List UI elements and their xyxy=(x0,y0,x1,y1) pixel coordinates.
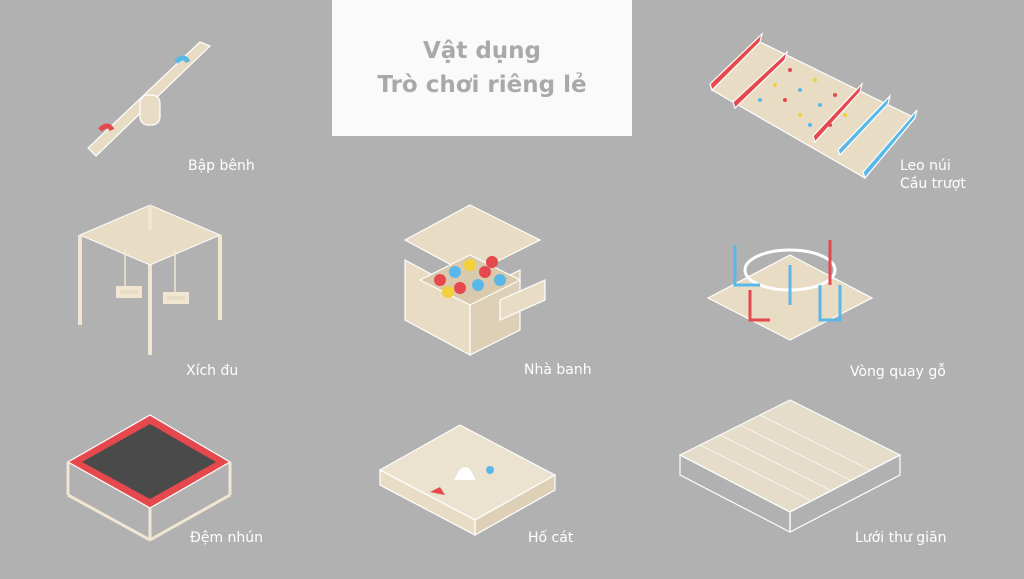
sandbox-illustration xyxy=(378,424,557,537)
title-line-2: Trò chơi riêng lẻ xyxy=(377,72,587,98)
label-slide: Cầu trượt xyxy=(900,176,966,192)
title-line-1: Vật dụng xyxy=(423,38,541,64)
label-ball-house: Nhà banh xyxy=(524,362,592,378)
title-box: Vật dụng Trò chơi riêng lẻ xyxy=(332,0,632,136)
carousel-illustration xyxy=(706,240,874,341)
label-seesaw: Bập bênh xyxy=(188,158,255,174)
label-swing: Xích đu xyxy=(186,363,239,379)
label-trampoline: Đệm nhún xyxy=(190,530,264,546)
label-carousel: Vòng quay gỗ xyxy=(850,364,946,380)
label-climbing: Leo núi xyxy=(900,158,951,174)
climbing-slide-illustration xyxy=(709,32,918,180)
swing-illustration xyxy=(78,204,222,355)
label-sandbox: Hố cát xyxy=(528,530,574,546)
relaxing-net-illustration xyxy=(678,399,902,533)
trampoline-illustration xyxy=(66,414,232,542)
seesaw-illustration xyxy=(87,41,212,157)
ball-house-illustration xyxy=(403,204,546,357)
label-relaxing-net: Lưới thư giãn xyxy=(855,530,947,546)
